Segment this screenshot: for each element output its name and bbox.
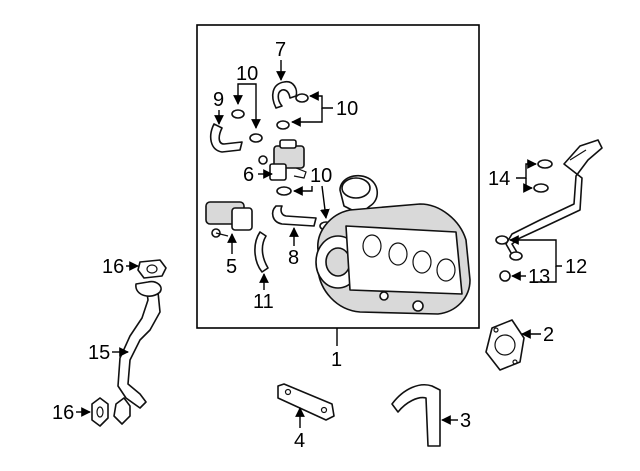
- hose-part-11[interactable]: [254, 231, 269, 273]
- leader-10-mid: [293, 186, 313, 196]
- callout-9: 9: [213, 89, 224, 111]
- callout-5: 5: [226, 256, 237, 278]
- callout-1: 1: [331, 349, 342, 371]
- washer-part-13[interactable]: [499, 270, 511, 282]
- callout-11: 11: [253, 291, 274, 313]
- leader-12-b: [530, 266, 557, 283]
- valve-part-6[interactable]: [258, 139, 307, 181]
- callout-4: 4: [294, 430, 305, 452]
- callout-10-left: 10: [236, 63, 258, 85]
- gasket-part-16-bottom[interactable]: [91, 397, 131, 427]
- callout-15: 15: [88, 342, 110, 364]
- callout-16-top: 16: [102, 256, 124, 278]
- clamp-part-10-left[interactable]: [231, 109, 263, 143]
- leader-10-left-b: [250, 83, 261, 129]
- leader-10-left: [233, 83, 250, 105]
- callout-8: 8: [288, 247, 299, 269]
- clamp-part-10-top[interactable]: [276, 93, 309, 130]
- washers-part-14[interactable]: [533, 159, 553, 193]
- leader-12: [509, 235, 562, 267]
- turbocharger-part-1[interactable]: [315, 174, 471, 315]
- callout-6: 6: [243, 164, 254, 186]
- assembly-frame: [196, 24, 480, 329]
- leader-14-b: [523, 178, 533, 193]
- callout-10-top: 10: [336, 98, 358, 120]
- callout-7: 7: [275, 39, 286, 61]
- callout-13: 13: [528, 266, 550, 288]
- callout-14: 14: [488, 168, 510, 190]
- leader-14: [516, 159, 537, 179]
- bracket-part-4[interactable]: [277, 383, 335, 421]
- callout-12: 12: [565, 256, 587, 278]
- actuator-part-5[interactable]: [205, 201, 253, 238]
- leader-10-top-b: [291, 108, 323, 127]
- gasket-part-16-top[interactable]: [137, 259, 167, 279]
- hose-part-7[interactable]: [271, 80, 298, 109]
- leader-10-top: [309, 91, 333, 109]
- hose-part-9[interactable]: [209, 123, 243, 153]
- callout-2: 2: [543, 324, 554, 346]
- hose-part-8[interactable]: [271, 205, 317, 227]
- line-part-12[interactable]: [495, 139, 603, 261]
- callout-10-middle: 10: [310, 165, 332, 187]
- callout-16-bottom: 16: [52, 402, 74, 424]
- callout-3: 3: [460, 410, 471, 432]
- leader-10-mid-b: [320, 185, 330, 219]
- bracket-part-3[interactable]: [391, 384, 441, 447]
- gasket-part-2[interactable]: [485, 319, 525, 371]
- pipe-part-15[interactable]: [117, 280, 162, 409]
